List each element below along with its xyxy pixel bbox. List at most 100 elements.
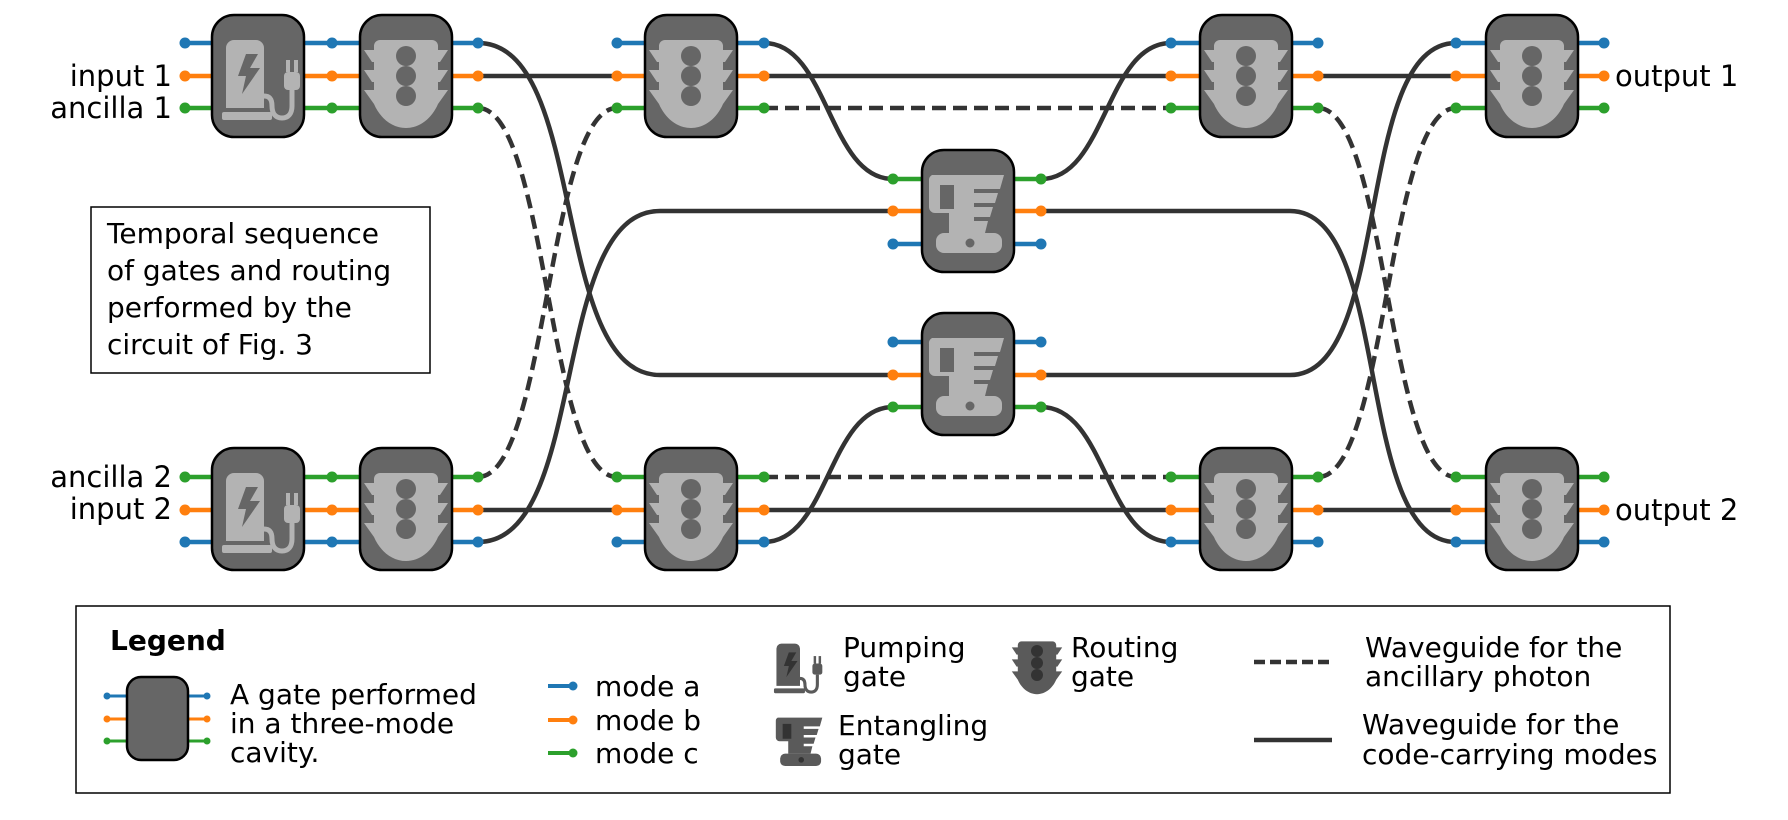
mode-b-port bbox=[472, 70, 484, 82]
mode-b-port bbox=[179, 70, 191, 82]
legend-mode-b: mode b bbox=[595, 704, 701, 737]
mode-c-port bbox=[758, 102, 770, 114]
legend-dashed-label: ancillary photon bbox=[1365, 660, 1591, 693]
mode-a-port bbox=[1035, 336, 1047, 348]
label-ancilla-1: ancilla 1 bbox=[50, 91, 172, 125]
waveguide-ancilla bbox=[1317, 105, 1457, 480]
note-line: performed by the bbox=[107, 291, 352, 324]
legend-gate-sample bbox=[103, 675, 211, 762]
mode-a-port bbox=[758, 536, 770, 548]
note-line: of gates and routing bbox=[107, 254, 391, 287]
mode-c-port bbox=[887, 173, 899, 185]
mode-c-port bbox=[472, 471, 484, 483]
mode-a-port bbox=[326, 37, 338, 49]
mode-b-port bbox=[1312, 504, 1324, 516]
mode-a-port bbox=[758, 37, 770, 49]
mode-a-port bbox=[611, 536, 623, 548]
label-input-2: input 2 bbox=[70, 492, 172, 526]
legend-gate-desc: in a three-mode bbox=[230, 707, 454, 740]
mode-c-port bbox=[1598, 102, 1610, 114]
legend-title: Legend bbox=[110, 624, 226, 657]
mode-c-port bbox=[1598, 471, 1610, 483]
mode-b-port bbox=[887, 369, 899, 381]
mode-b-port bbox=[758, 504, 770, 516]
mode-c-port bbox=[1312, 102, 1324, 114]
legend-gate-desc: A gate performed bbox=[230, 678, 477, 711]
label-output-2: output 2 bbox=[1615, 493, 1738, 527]
mode-a-port bbox=[1450, 37, 1462, 49]
entangling-gate bbox=[920, 148, 1016, 274]
mode-a-port bbox=[472, 37, 484, 49]
mode-a-port bbox=[1165, 536, 1177, 548]
mode-c-port bbox=[1035, 173, 1047, 185]
mode-c-port bbox=[472, 102, 484, 114]
gates bbox=[210, 13, 1580, 572]
legend-modes: mode a mode b mode c bbox=[548, 670, 701, 770]
mode-c-port bbox=[179, 471, 191, 483]
legend-gate-desc: cavity. bbox=[230, 736, 319, 769]
mode-b-port bbox=[472, 504, 484, 516]
routing-gate bbox=[1198, 13, 1294, 139]
legend-mode-c: mode c bbox=[595, 737, 699, 770]
mode-c-port bbox=[179, 102, 191, 114]
legend-entangling-label: Entangling bbox=[838, 709, 988, 742]
note-line: Temporal sequence bbox=[106, 217, 379, 250]
note-box: Temporal sequence of gates and routing p… bbox=[90, 206, 431, 374]
legend-entangling-label: gate bbox=[838, 738, 901, 771]
mode-b-port bbox=[1035, 205, 1047, 217]
label-input-1: input 1 bbox=[70, 59, 172, 93]
mode-b-port bbox=[326, 70, 338, 82]
waveguide-code bbox=[477, 40, 893, 378]
mode-c-port bbox=[887, 401, 899, 413]
routing-gate bbox=[1484, 13, 1580, 139]
mode-a-port bbox=[1312, 37, 1324, 49]
mode-a-port bbox=[1312, 536, 1324, 548]
mode-a-port bbox=[1165, 37, 1177, 49]
mode-b-port bbox=[611, 70, 623, 82]
waveguide-code bbox=[1041, 40, 1457, 378]
mode-a-port bbox=[611, 37, 623, 49]
mode-b-port bbox=[1312, 70, 1324, 82]
mode-c-port bbox=[1450, 102, 1462, 114]
waveguide-code bbox=[763, 40, 894, 182]
waveguide-code bbox=[1040, 40, 1172, 182]
mode-c-port bbox=[611, 102, 623, 114]
legend-dashed-label: Waveguide for the bbox=[1365, 631, 1622, 664]
mode-b-port bbox=[1598, 70, 1610, 82]
note-line: circuit of Fig. 3 bbox=[107, 328, 313, 361]
mode-b-port bbox=[1035, 369, 1047, 381]
mode-c-port bbox=[611, 471, 623, 483]
mode-a-port bbox=[179, 536, 191, 548]
waveguide-ancilla bbox=[477, 105, 618, 480]
mode-b-port bbox=[758, 70, 770, 82]
mode-b-port bbox=[1450, 504, 1462, 516]
mode-b-port bbox=[1450, 70, 1462, 82]
label-output-1: output 1 bbox=[1615, 59, 1738, 93]
routing-gate bbox=[1198, 446, 1294, 572]
mode-a-port bbox=[887, 238, 899, 250]
mode-b-port bbox=[1598, 504, 1610, 516]
waveguides bbox=[477, 40, 1457, 545]
legend-box bbox=[75, 605, 1671, 794]
mode-c-port bbox=[1035, 401, 1047, 413]
routing-gate bbox=[358, 446, 454, 572]
routing-gate bbox=[358, 13, 454, 139]
routing-gate bbox=[1484, 446, 1580, 572]
mode-a-port bbox=[179, 37, 191, 49]
mode-a-port bbox=[887, 336, 899, 348]
legend: Legend A gate performed in a three-mode … bbox=[75, 605, 1671, 794]
pumping-gate bbox=[210, 446, 306, 572]
mode-c-port bbox=[1450, 471, 1462, 483]
legend-solid-label: code-carrying modes bbox=[1362, 738, 1657, 771]
mode-b-port bbox=[326, 504, 338, 516]
mode-a-port bbox=[1450, 536, 1462, 548]
mode-a-port bbox=[1035, 238, 1047, 250]
legend-mode-a: mode a bbox=[595, 670, 700, 703]
routing-gate bbox=[643, 446, 739, 572]
label-ancilla-2: ancilla 2 bbox=[50, 460, 172, 494]
mode-c-port bbox=[1165, 471, 1177, 483]
pumping-gate bbox=[210, 13, 306, 139]
mode-c-port bbox=[758, 471, 770, 483]
mode-c-port bbox=[1312, 471, 1324, 483]
